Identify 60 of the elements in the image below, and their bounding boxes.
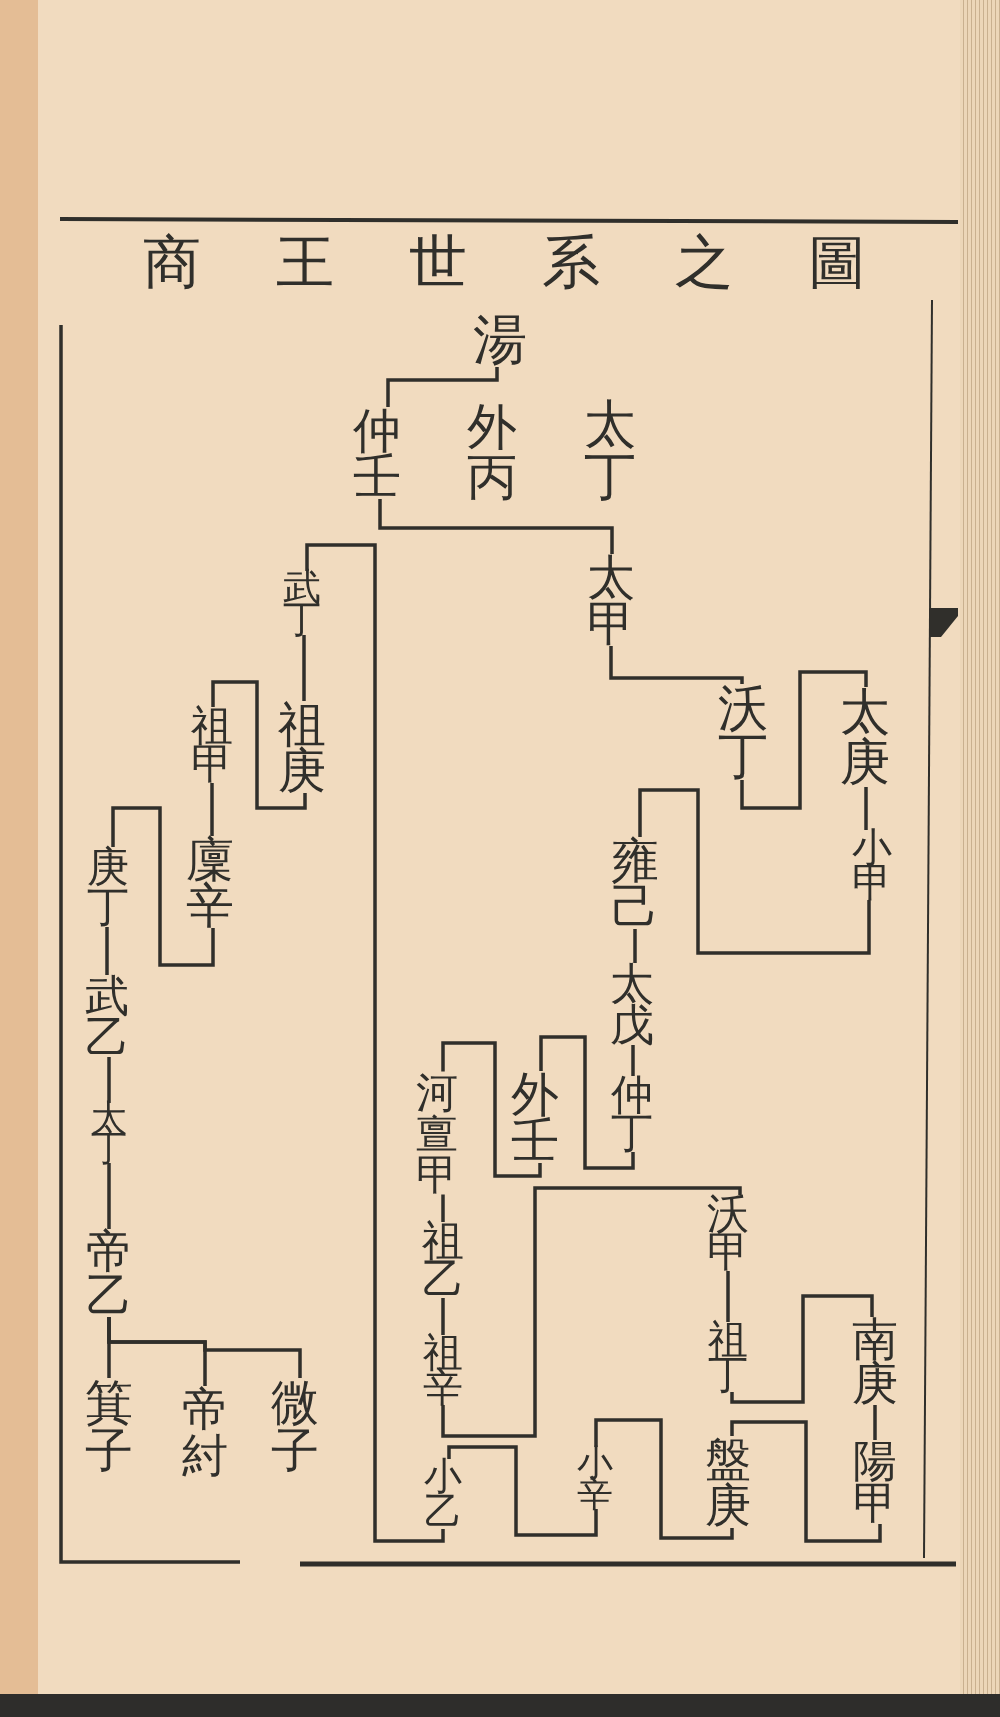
king-name: 沃甲 (707, 1195, 749, 1271)
king-name: 帝紂 (182, 1386, 228, 1478)
connector-line (873, 1405, 877, 1440)
connector-line (631, 1045, 635, 1076)
king-name: 祖丁 (708, 1322, 748, 1392)
king-name: 祖辛 (423, 1335, 463, 1405)
connector-line (105, 927, 109, 975)
king-name: 仲丁 (611, 1076, 653, 1152)
king-name: 微子 (271, 1378, 319, 1474)
connector-line (730, 1420, 882, 1543)
king-name: 太丁 (584, 398, 636, 502)
connector-line (386, 367, 499, 407)
connector-line (441, 1186, 742, 1438)
connector-line (594, 1418, 734, 1540)
king-name: 小乙 (424, 1459, 462, 1529)
king-name: 盤庚 (705, 1436, 751, 1528)
connector-line (740, 670, 868, 810)
connector-line (211, 680, 307, 810)
king-name: 箕子 (85, 1378, 133, 1474)
king-name: 廩辛 (186, 836, 234, 928)
connector-line (441, 1298, 445, 1335)
connector-line (107, 1317, 302, 1378)
king-name: 太戊 (610, 963, 654, 1045)
king-name: 雍己 (611, 837, 659, 929)
king-name: 仲壬 (353, 407, 401, 499)
connector-line (609, 646, 744, 684)
king-name: 沃丁 (718, 684, 768, 780)
king-name: 陽甲 (853, 1440, 897, 1524)
king-name: 祖庚 (278, 701, 326, 793)
connector-line (447, 1445, 598, 1537)
king-name: 祖甲 (191, 707, 233, 783)
connector-line (107, 1057, 111, 1103)
page-title: 商王世系之圖 (143, 233, 866, 291)
connector-line (638, 788, 871, 955)
connector-line (539, 1035, 635, 1170)
connector-line (210, 783, 214, 836)
king-name: 外壬 (511, 1071, 559, 1163)
connector-line (378, 499, 614, 554)
king-name: 庚丁 (87, 847, 129, 927)
king-name: 河亶甲 (416, 1071, 458, 1195)
connector-line (302, 635, 306, 701)
king-name: 南庚 (852, 1317, 898, 1405)
king-name: 湯 (473, 313, 527, 367)
king-name: 帝乙 (86, 1229, 132, 1317)
connector-line (107, 1163, 111, 1229)
king-name: 小辛 (577, 1447, 613, 1509)
connector-line (305, 543, 445, 1543)
king-name: 太庚 (840, 687, 890, 787)
connector-line (730, 1294, 874, 1404)
king-name: 祖乙 (422, 1222, 464, 1298)
connector-line (864, 787, 868, 830)
king-name: 武乙 (85, 975, 129, 1057)
connector-line (441, 1041, 542, 1178)
king-name: 外丙 (467, 402, 517, 502)
connector-line (633, 929, 637, 963)
connector-line (441, 1194, 445, 1222)
king-name: 太甲 (587, 554, 635, 646)
king-name: 小甲 (852, 830, 892, 900)
connector-line (111, 806, 215, 967)
connector-line (726, 1271, 730, 1322)
